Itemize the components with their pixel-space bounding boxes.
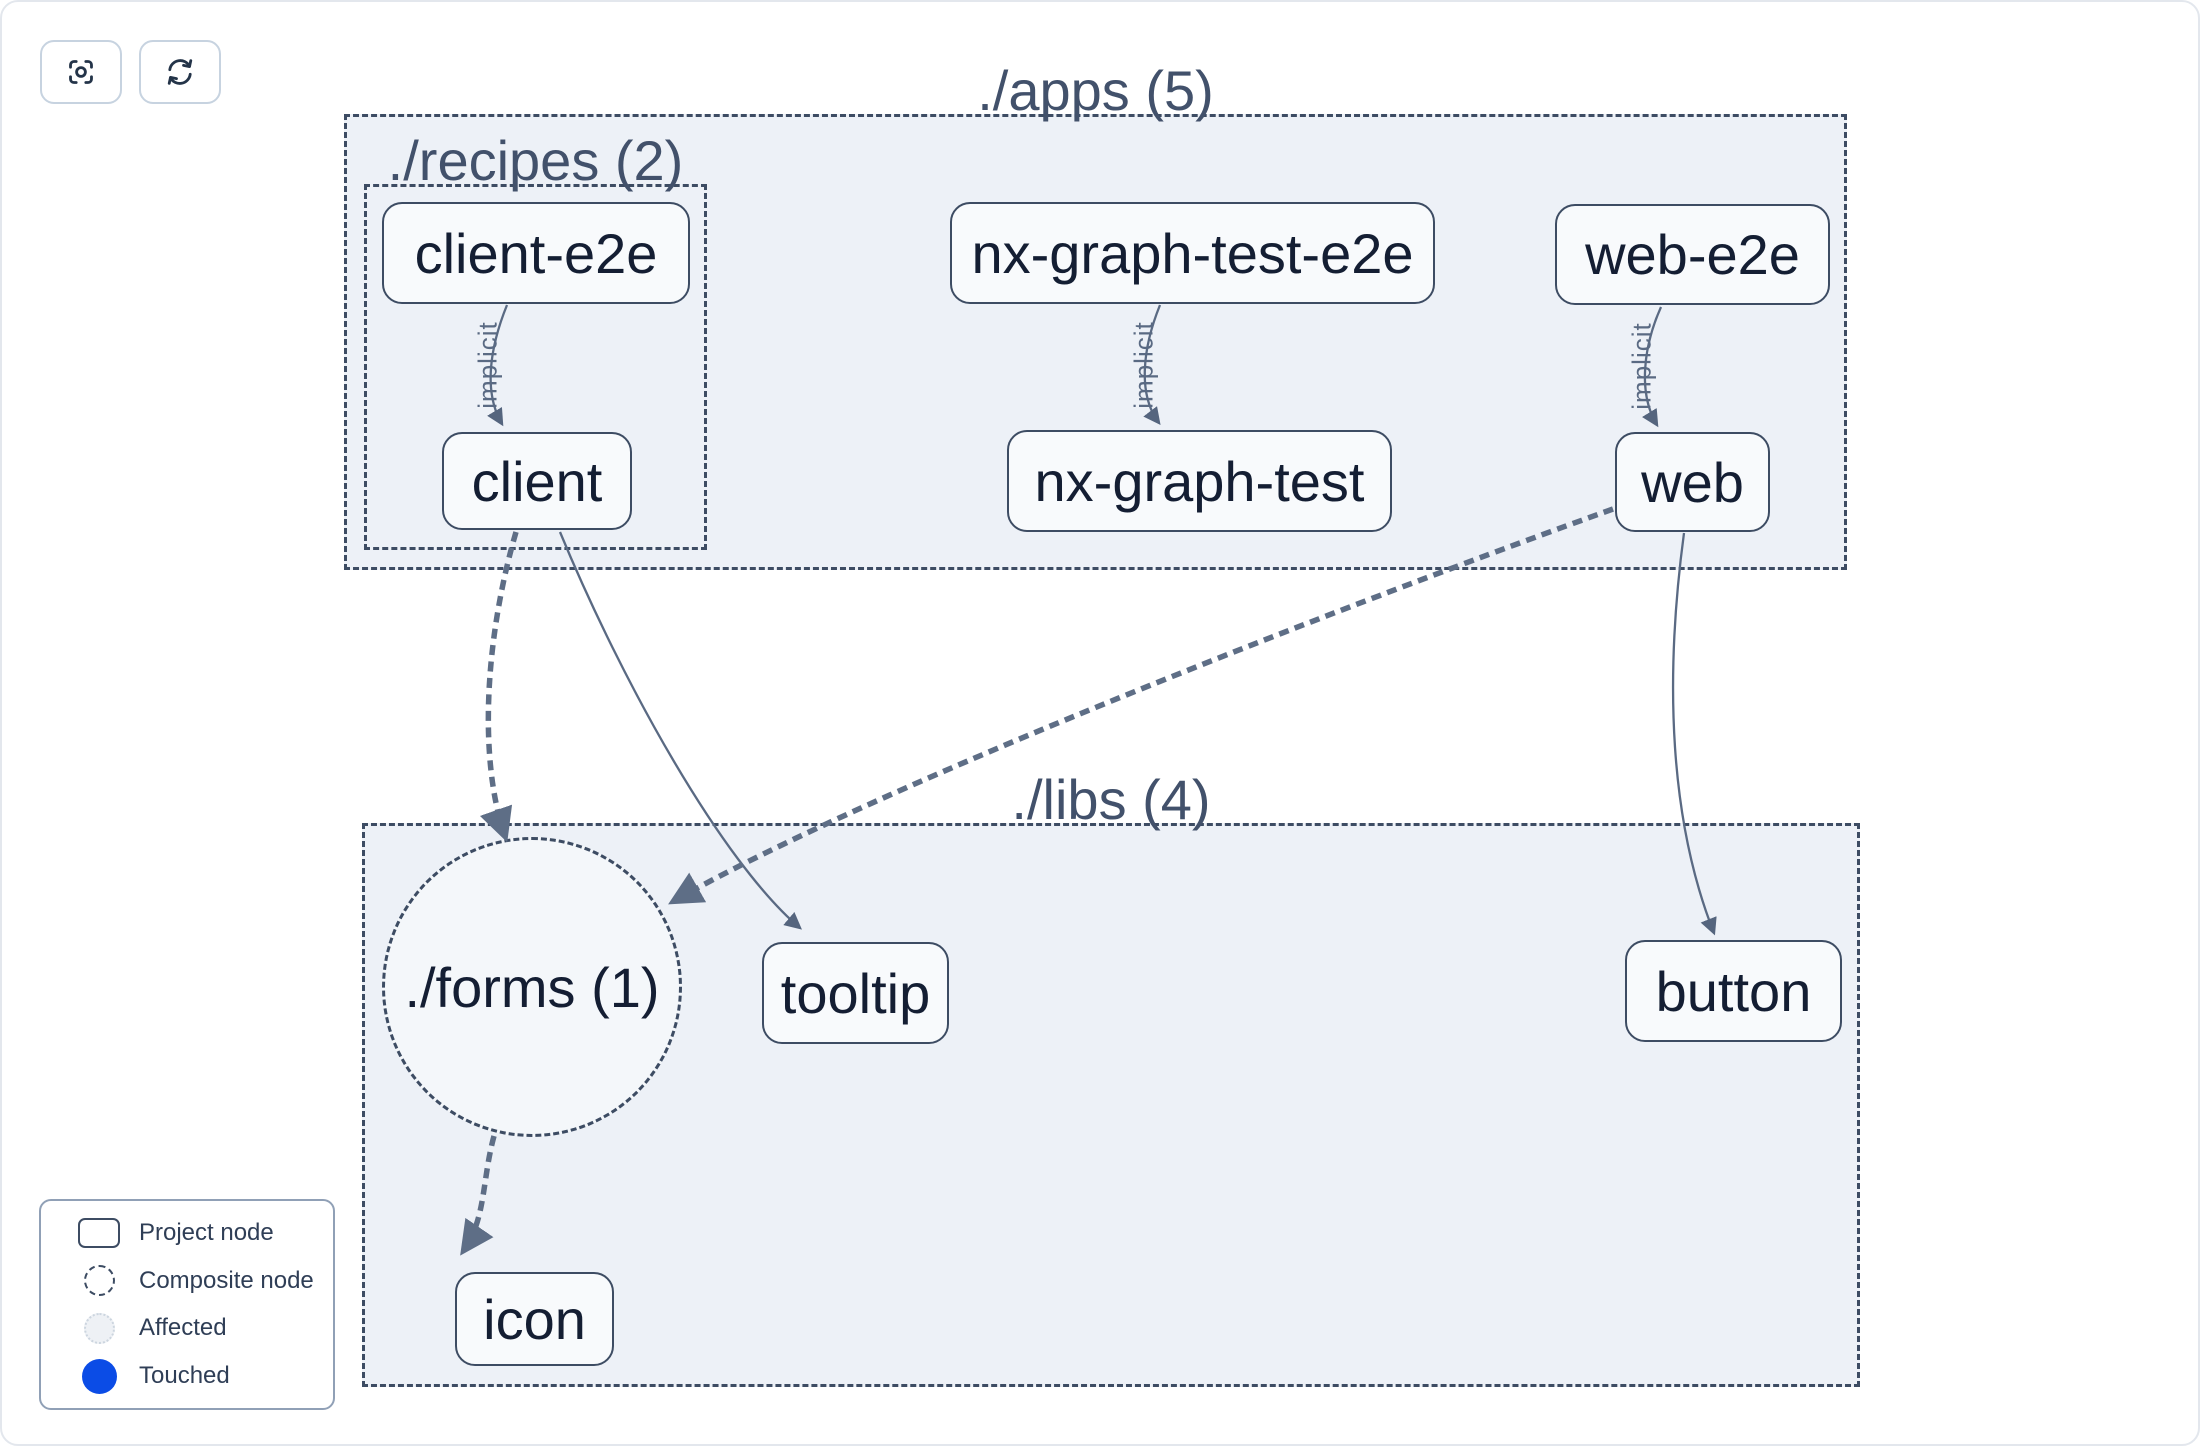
node-tooltip[interactable]: tooltip xyxy=(762,942,949,1044)
affected-swatch xyxy=(83,1312,115,1344)
node-client[interactable]: client xyxy=(442,432,632,530)
legend: Project node Composite node Affected Tou… xyxy=(39,1199,335,1410)
node-label: web xyxy=(1641,450,1744,514)
composite-node-swatch xyxy=(83,1265,115,1297)
node-forms-composite[interactable]: ./forms (1) xyxy=(382,837,682,1137)
node-label: ./forms (1) xyxy=(404,955,660,1019)
node-label: tooltip xyxy=(780,961,931,1025)
edge-label-implicit: implicit xyxy=(1128,321,1159,409)
node-label: icon xyxy=(483,1287,586,1351)
focus-icon xyxy=(69,60,93,84)
node-label: nx-graph-test-e2e xyxy=(971,221,1414,285)
edge-web-e2e-to-web[interactable] xyxy=(1641,306,1663,428)
edge-client-e2e-to-client[interactable] xyxy=(487,304,509,427)
edge-client-to-tooltip[interactable] xyxy=(558,531,802,930)
legend-label: Affected xyxy=(139,1314,227,1342)
node-button[interactable]: button xyxy=(1625,940,1842,1042)
edge-label-implicit: implicit xyxy=(1626,322,1657,410)
legend-row-composite: Composite node xyxy=(59,1259,323,1303)
edge-client-to-forms[interactable] xyxy=(479,531,519,843)
node-label: nx-graph-test xyxy=(1034,449,1365,513)
focus-button[interactable] xyxy=(40,40,122,104)
node-nx-graph-test-e2e[interactable]: nx-graph-test-e2e xyxy=(950,202,1435,304)
edge-nx-graph-test-e2e-to-nx-graph-test[interactable] xyxy=(1143,304,1162,426)
project-node-swatch xyxy=(78,1217,120,1248)
node-icon[interactable]: icon xyxy=(455,1272,614,1366)
legend-row-affected: Affected xyxy=(59,1306,323,1350)
node-label: client xyxy=(471,449,603,513)
touched-swatch xyxy=(81,1358,117,1394)
group-apps-label: ./apps (5) xyxy=(977,59,1214,122)
edge-label-implicit: implicit xyxy=(472,321,503,409)
legend-row-project: Project node xyxy=(59,1211,323,1255)
legend-label: Touched xyxy=(139,1362,230,1390)
node-client-e2e[interactable]: client-e2e xyxy=(382,202,690,304)
edge-forms-to-icon[interactable] xyxy=(460,1135,497,1256)
node-web-e2e[interactable]: web-e2e xyxy=(1555,204,1830,305)
node-label: web-e2e xyxy=(1585,223,1800,286)
node-nx-graph-test[interactable]: nx-graph-test xyxy=(1007,430,1392,532)
legend-label: Composite node xyxy=(139,1266,314,1294)
node-label: client-e2e xyxy=(414,221,658,285)
edge-web-to-forms[interactable] xyxy=(668,506,1614,905)
legend-label: Project node xyxy=(139,1218,274,1246)
group-recipes-label: ./recipes (2) xyxy=(387,129,684,192)
node-web[interactable]: web xyxy=(1615,432,1770,532)
node-label: button xyxy=(1655,959,1812,1023)
group-libs-label: ./libs (4) xyxy=(1011,768,1211,831)
refresh-button[interactable] xyxy=(139,40,221,104)
refresh-icon xyxy=(167,59,193,85)
legend-row-touched: Touched xyxy=(59,1354,323,1398)
edge-web-to-button[interactable] xyxy=(1671,532,1717,936)
